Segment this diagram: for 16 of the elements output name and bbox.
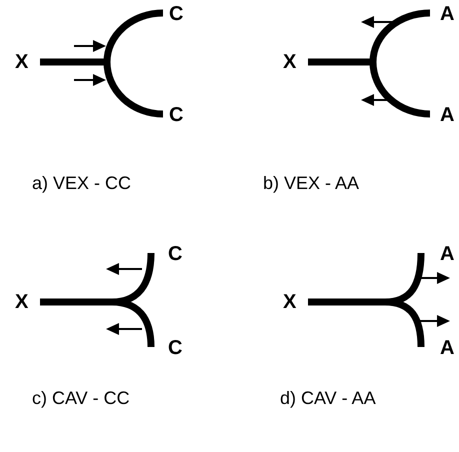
panel-caption: b) VEX - AA bbox=[263, 172, 360, 194]
terminal-label: X bbox=[15, 51, 28, 73]
panel-caption: a) VEX - CC bbox=[32, 172, 132, 194]
terminal-label: C bbox=[169, 104, 184, 126]
panel-caption: c) CAV - CC bbox=[32, 387, 130, 409]
terminal-label: X bbox=[283, 291, 296, 313]
terminal-label: C bbox=[169, 3, 184, 25]
terminal-label: X bbox=[283, 51, 296, 73]
terminal-label: A bbox=[440, 337, 454, 359]
terminal-label: C bbox=[168, 337, 182, 359]
panel-caption: d) CAV - AA bbox=[280, 387, 376, 409]
terminal-label: A bbox=[440, 3, 454, 25]
terminal-label: C bbox=[168, 243, 182, 265]
terminal-label: A bbox=[440, 104, 454, 126]
terminal-label: A bbox=[440, 243, 454, 265]
terminal-label: X bbox=[15, 291, 28, 313]
